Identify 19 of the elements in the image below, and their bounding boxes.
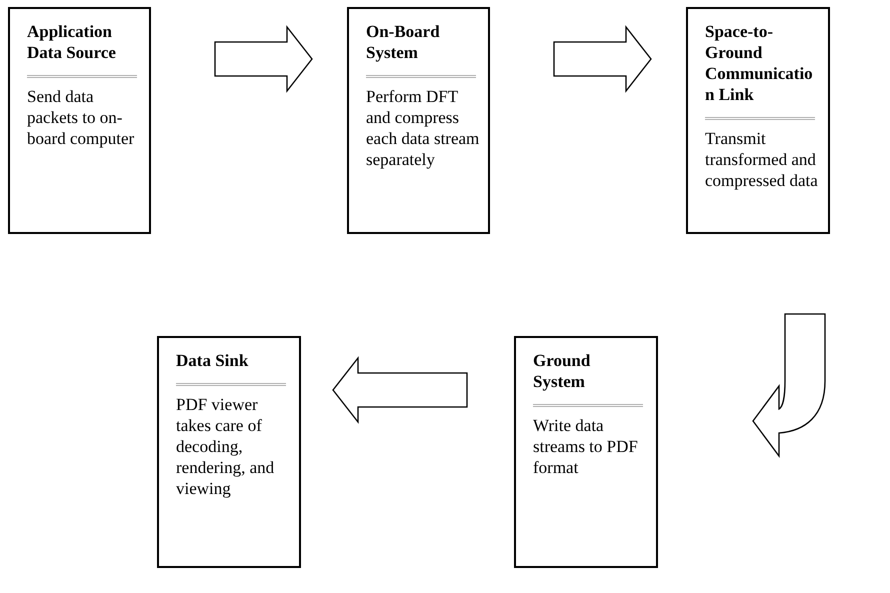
box-heading: Ground System <box>533 350 592 392</box>
process-box <box>686 7 830 234</box>
process-box <box>347 7 490 234</box>
box-heading: On-Board System <box>366 21 441 63</box>
block-arrow <box>752 313 826 457</box>
block-arrow <box>553 25 652 93</box>
process-box <box>514 336 658 568</box>
block-arrow <box>332 356 468 424</box>
box-description: Send data packets to on-board computer <box>27 86 136 149</box>
box-description: Transmit transformed and compressed data <box>705 128 819 191</box>
box-heading: Data Sink <box>176 350 250 371</box>
box-heading: Space-to-Ground Communication Link <box>705 21 814 105</box>
box-description: PDF viewer takes care of decoding, rendering, and viewing <box>176 394 276 499</box>
box-heading: Application Data Source <box>27 21 117 63</box>
process-box <box>157 336 301 568</box>
box-description: Perform DFT and compress each data stream separately <box>366 86 480 170</box>
box-description: Write data streams to PDF format <box>533 415 639 478</box>
process-box <box>8 7 151 234</box>
block-arrow <box>214 25 313 93</box>
